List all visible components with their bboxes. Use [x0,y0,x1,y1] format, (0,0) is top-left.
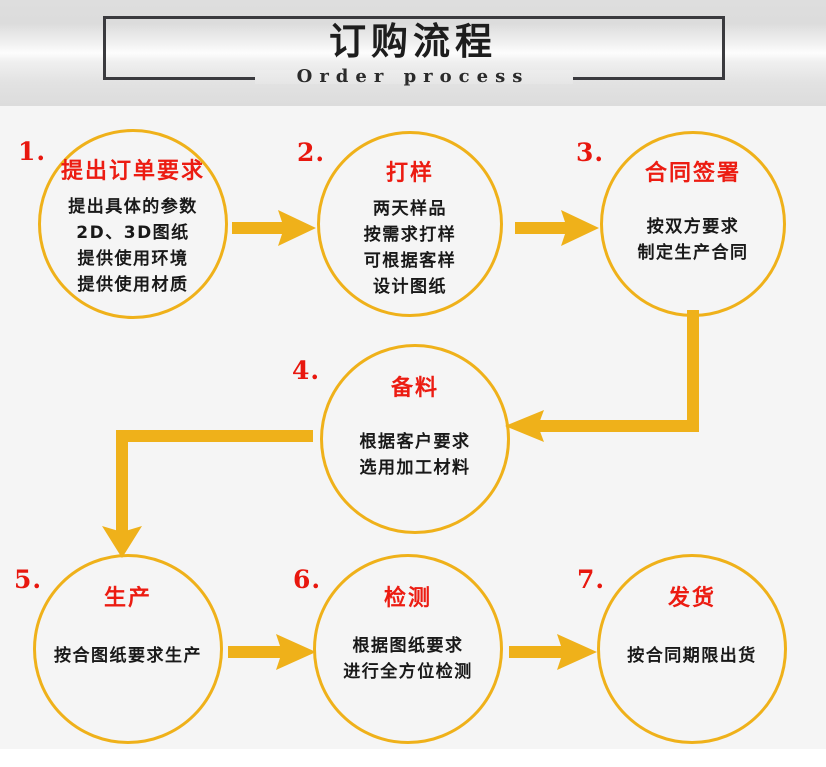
arrow-step1-to-step2-icon [232,210,316,246]
step-body-line: 按合图纸要求生产 [54,646,202,666]
step-title-1: 提出订单要求 [60,159,205,184]
step-title-5: 生产 [103,586,152,611]
header-frame-bottom-gap [255,70,573,84]
step-body-line: 进行全方位检测 [343,662,473,682]
step-body-line: 根据图纸要求 [352,636,464,656]
step-title-2: 打样 [385,161,434,186]
page-title-chinese: 订购流程 [329,20,497,63]
step-circle-7: 发货 按合同期限出货 [597,554,787,744]
step-body-1: 提出具体的参数 2D、3D图纸 提供使用环境 提供使用材质 [68,194,198,298]
step-body-line: 设计图纸 [373,277,447,297]
step-body-line: 两天样品 [373,199,447,219]
step-circle-4: 备料 根据客户要求 选用加工材料 [320,344,510,534]
step-body-line: 按需求打样 [363,225,457,245]
step-body-3: 按双方要求 制定生产合同 [638,214,749,266]
step-number-1: 1. [18,137,47,166]
step-circle-2: 打样 两天样品 按需求打样 可根据客样 设计图纸 [317,131,503,317]
step-body-line: 提供使用材质 [77,275,189,295]
bottom-white-strip [0,749,826,767]
step-circle-5: 生产 按合图纸要求生产 [33,554,223,744]
step-number-3: 3. [576,138,605,167]
arrow-step4-to-step5-icon [102,430,313,558]
step-title-3: 合同签署 [644,161,741,186]
step-body-line: 2D、3D图纸 [76,223,190,243]
step-body-2: 两天样品 按需求打样 可根据客样 设计图纸 [364,196,457,300]
step-number-5: 5. [14,565,43,594]
step-body-line: 提供使用环境 [77,249,189,269]
step-title-4: 备料 [390,376,439,401]
arrow-step3-to-step4-icon [505,310,699,442]
step-body-4: 根据客户要求 选用加工材料 [360,429,471,481]
step-body-7: 按合同期限出货 [627,643,757,669]
step-body-line: 制定生产合同 [637,243,749,263]
step-body-line: 按双方要求 [646,217,740,237]
step-body-line: 可根据客样 [363,251,457,271]
step-body-line: 按合同期限出货 [627,646,757,666]
step-number-2: 2. [297,138,326,167]
arrow-step5-to-step6-icon [228,634,316,670]
step-body-6: 根据图纸要求 进行全方位检测 [343,633,473,685]
arrow-step6-to-step7-icon [509,634,597,670]
header-band: 订购流程 Order process [0,0,826,106]
step-number-7: 7. [577,565,606,594]
page-subtitle-english: Order process [296,66,530,87]
step-title-6: 检测 [383,586,432,611]
arrow-step2-to-step3-icon [515,210,599,246]
step-body-line: 根据客户要求 [359,432,471,452]
step-circle-3: 合同签署 按双方要求 制定生产合同 [600,131,786,317]
step-number-4: 4. [292,356,321,385]
step-circle-6: 检测 根据图纸要求 进行全方位检测 [313,554,503,744]
step-body-line: 提出具体的参数 [68,197,198,217]
step-body-5: 按合图纸要求生产 [54,643,202,669]
step-body-line: 选用加工材料 [359,458,471,478]
step-circle-1: 提出订单要求 提出具体的参数 2D、3D图纸 提供使用环境 提供使用材质 [38,129,228,319]
step-title-7: 发货 [667,586,716,611]
step-number-6: 6. [293,565,322,594]
